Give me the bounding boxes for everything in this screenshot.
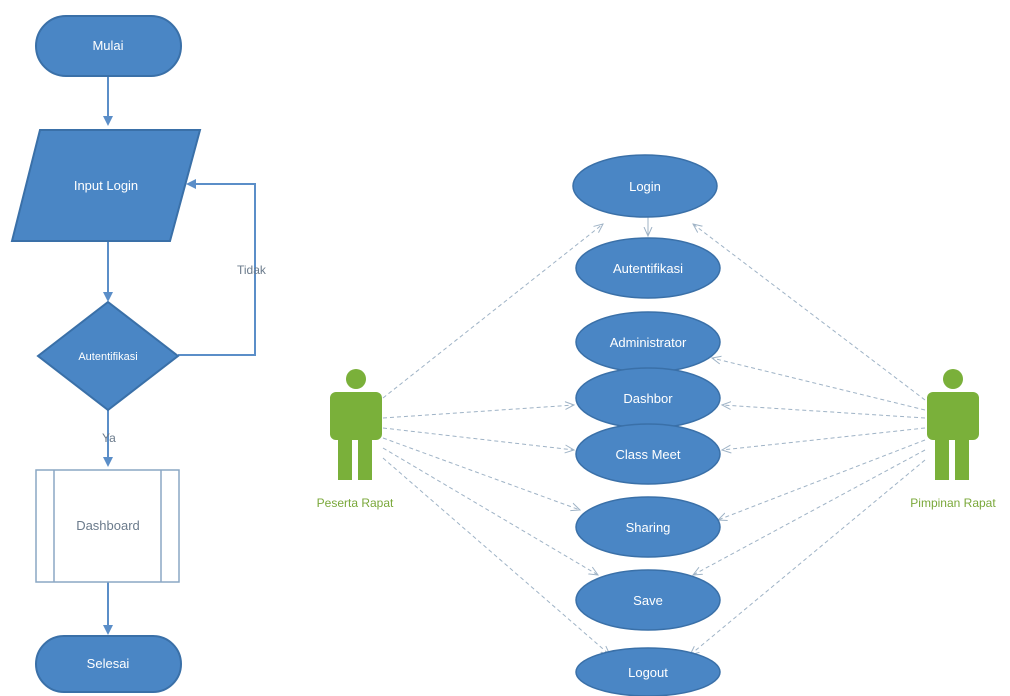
usecase-save-label: Save	[633, 593, 663, 608]
flow-end-terminator	[35, 635, 182, 693]
flow-end-label: Selesai	[87, 656, 130, 671]
flow-decision-label: Autentifikasi	[78, 351, 137, 363]
assoc-right-login	[693, 224, 926, 401]
actor-right-label: Pimpinan Rapat	[910, 496, 996, 510]
usecase-diagram: Login Autentifikasi Administrator Dashbo…	[317, 154, 996, 696]
usecase-classmeet-label: Class Meet	[615, 447, 680, 462]
usecase-dashbor-label: Dashbor	[623, 391, 673, 406]
usecase-logout	[575, 647, 721, 696]
assoc-left-login	[382, 224, 603, 399]
assoc-left-sharing	[382, 437, 580, 510]
usecase-autentifikasi	[575, 237, 721, 299]
assoc-left-classmeet	[382, 427, 574, 450]
usecase-logout-label: Logout	[628, 665, 668, 680]
assoc-right-save	[693, 449, 926, 575]
usecase-sharing-label: Sharing	[626, 520, 671, 535]
assoc-right-logout	[690, 459, 926, 655]
flow-input-label: Input Login	[74, 178, 138, 193]
usecase-administrator-label: Administrator	[610, 335, 687, 350]
assoc-left-logout	[382, 457, 610, 655]
flow-start-label: Mulai	[92, 38, 123, 53]
assoc-right-administrator	[712, 358, 926, 411]
flow-loop-tidak	[178, 179, 256, 356]
assoc-left-save	[382, 447, 598, 575]
usecase-classmeet	[575, 423, 721, 485]
usecase-save	[575, 569, 721, 631]
flowchart: Mulai Input Login Autentifikasi Tidak Ya…	[10, 15, 267, 693]
flow-process-box	[35, 469, 180, 583]
actor-right-icon	[927, 369, 979, 480]
flow-yes-label: Ya	[102, 431, 116, 445]
actor-left-icon	[330, 369, 382, 480]
flow-process-label: Dashboard	[76, 518, 140, 533]
assoc-right-dashbor	[722, 405, 926, 419]
assoc-left-dashbor	[382, 405, 574, 419]
assoc-right-classmeet	[722, 427, 926, 450]
flow-start-terminator	[35, 15, 182, 77]
flow-input-parallelogram	[10, 129, 202, 242]
actor-left-label: Peserta Rapat	[317, 496, 394, 510]
usecase-sharing	[575, 496, 721, 558]
usecase-login-label: Login	[629, 179, 661, 194]
flow-no-label: Tidak	[237, 263, 267, 277]
usecase-login	[572, 154, 718, 218]
flow-decision-diamond	[36, 300, 180, 412]
usecase-autentifikasi-label: Autentifikasi	[613, 261, 683, 276]
assoc-right-sharing	[718, 439, 926, 520]
